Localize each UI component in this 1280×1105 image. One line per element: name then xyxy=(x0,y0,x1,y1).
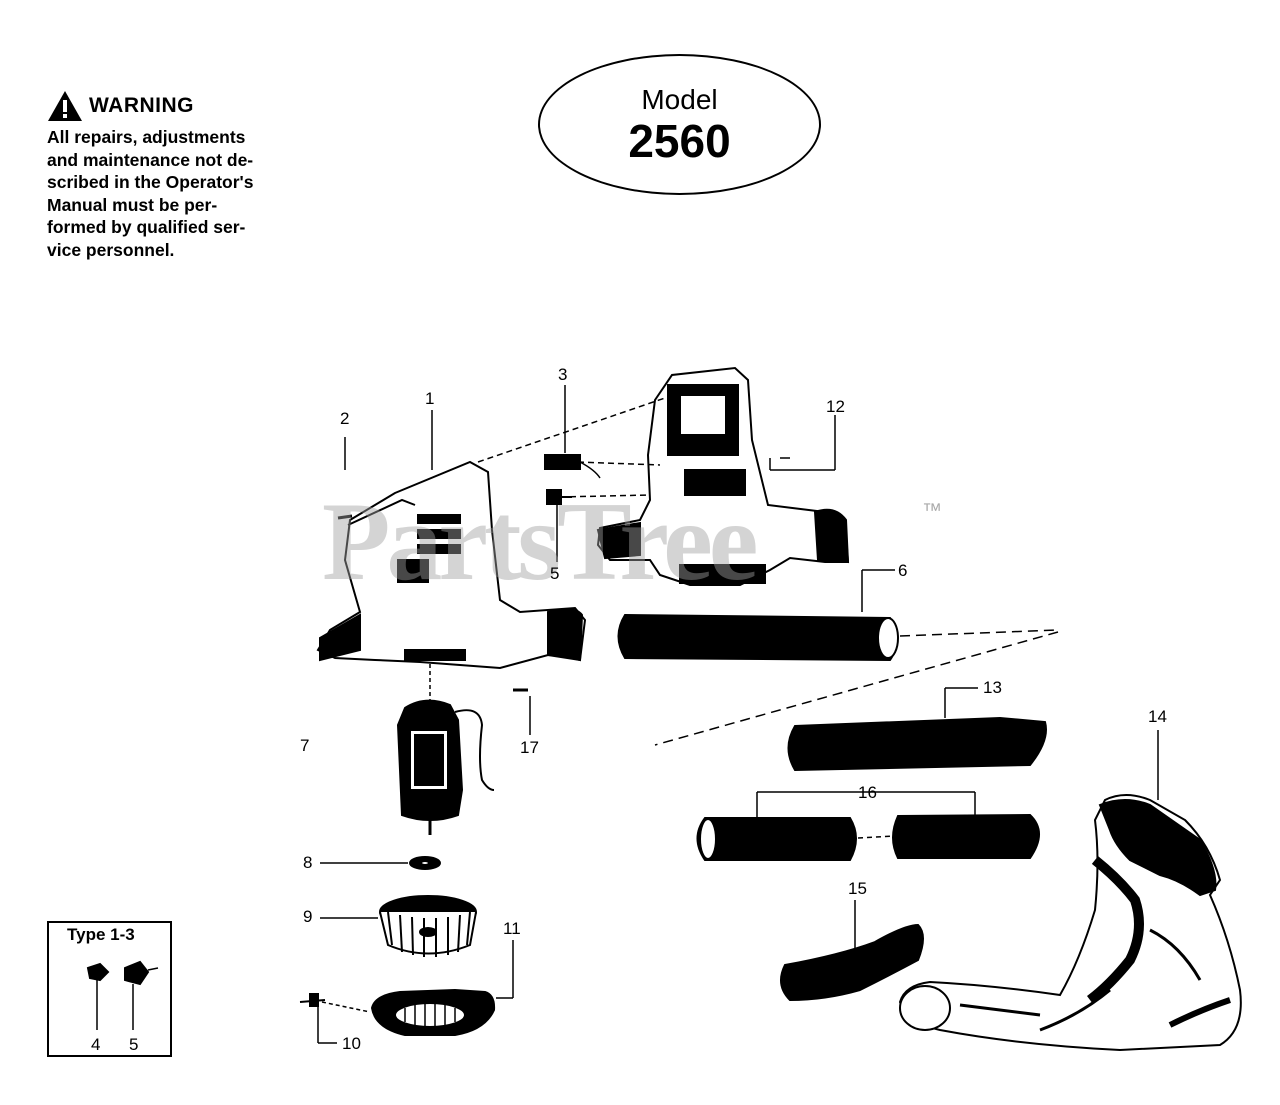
part-11-inlet-cover[interactable] xyxy=(370,988,496,1036)
part-7-motor[interactable] xyxy=(396,699,495,835)
callout-17[interactable]: 17 xyxy=(520,738,539,757)
part-13-nozzle[interactable] xyxy=(787,716,1047,772)
part-6-blower-tube[interactable] xyxy=(617,613,899,662)
callout-1[interactable]: 1 xyxy=(425,389,435,408)
warning-title: WARNING xyxy=(89,94,194,117)
part-9-fan-impeller[interactable] xyxy=(379,895,477,957)
trademark-symbol: ™ xyxy=(922,500,942,522)
callout-16[interactable]: 16 xyxy=(858,783,877,802)
model-label: Model xyxy=(641,83,718,115)
type-box-parts[interactable] xyxy=(86,960,159,1030)
part-5-terminal[interactable] xyxy=(546,489,572,505)
callout-13[interactable]: 13 xyxy=(983,678,1002,697)
callout-7[interactable]: 7 xyxy=(300,736,310,755)
callout-2[interactable]: 2 xyxy=(340,409,350,428)
warning-block: WARNING All repairs, adjustments and mai… xyxy=(47,90,290,261)
model-number: 2560 xyxy=(628,114,731,167)
part-15-elbow-tube[interactable] xyxy=(780,923,924,1002)
warning-text: All repairs, adjustments and maintenance… xyxy=(47,127,254,260)
part-3-switch[interactable] xyxy=(544,454,601,479)
type-box-callout-5[interactable]: 5 xyxy=(129,1035,139,1054)
model-badge: Model 2560 xyxy=(538,54,821,195)
callout-6[interactable]: 6 xyxy=(898,561,908,580)
warning-triangle-icon xyxy=(48,91,82,121)
callout-3[interactable]: 3 xyxy=(558,365,568,384)
callout-8[interactable]: 8 xyxy=(303,853,313,872)
type-box-title: Type 1-3 xyxy=(67,925,135,944)
type-box-callout-4[interactable]: 4 xyxy=(91,1035,101,1054)
callout-9[interactable]: 9 xyxy=(303,907,313,926)
callout-11[interactable]: 11 xyxy=(503,919,521,938)
callout-14[interactable]: 14 xyxy=(1148,707,1167,726)
warning-header: WARNING xyxy=(47,90,290,122)
part-16-tube-sections[interactable] xyxy=(696,813,1040,861)
callout-15[interactable]: 15 xyxy=(848,879,867,898)
part-14-collection-bag[interactable] xyxy=(898,794,1242,1052)
callout-5[interactable]: 5 xyxy=(550,564,560,583)
part-1-housing-half[interactable] xyxy=(316,460,587,670)
part-12-housing-half[interactable] xyxy=(596,366,850,586)
type-variant-box: Type 1-3 4 5 xyxy=(47,921,172,1057)
callout-12[interactable]: 12 xyxy=(826,397,845,416)
part-2-screw[interactable] xyxy=(337,514,353,520)
part-8-washer[interactable] xyxy=(409,856,441,870)
part-10-screw[interactable] xyxy=(299,993,326,1007)
callout-10[interactable]: 10 xyxy=(342,1034,361,1053)
